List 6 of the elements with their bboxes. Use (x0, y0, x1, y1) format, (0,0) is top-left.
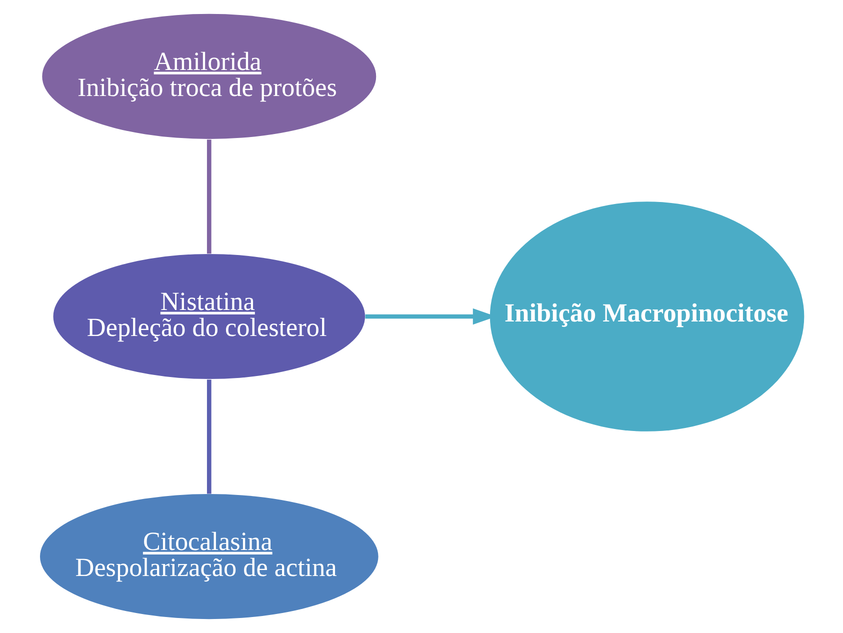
node-ellipse: Inibição Macropinocitose (489, 202, 804, 432)
connector (206, 380, 211, 494)
node-ellipse: Nistatina Depleção do colesterol (52, 254, 365, 380)
node-ellipse: Citocalasina Despolarização de actina (40, 494, 378, 620)
node-ellipse: Amilorida Inibição troca de protões (42, 14, 376, 139)
connector (206, 140, 211, 254)
